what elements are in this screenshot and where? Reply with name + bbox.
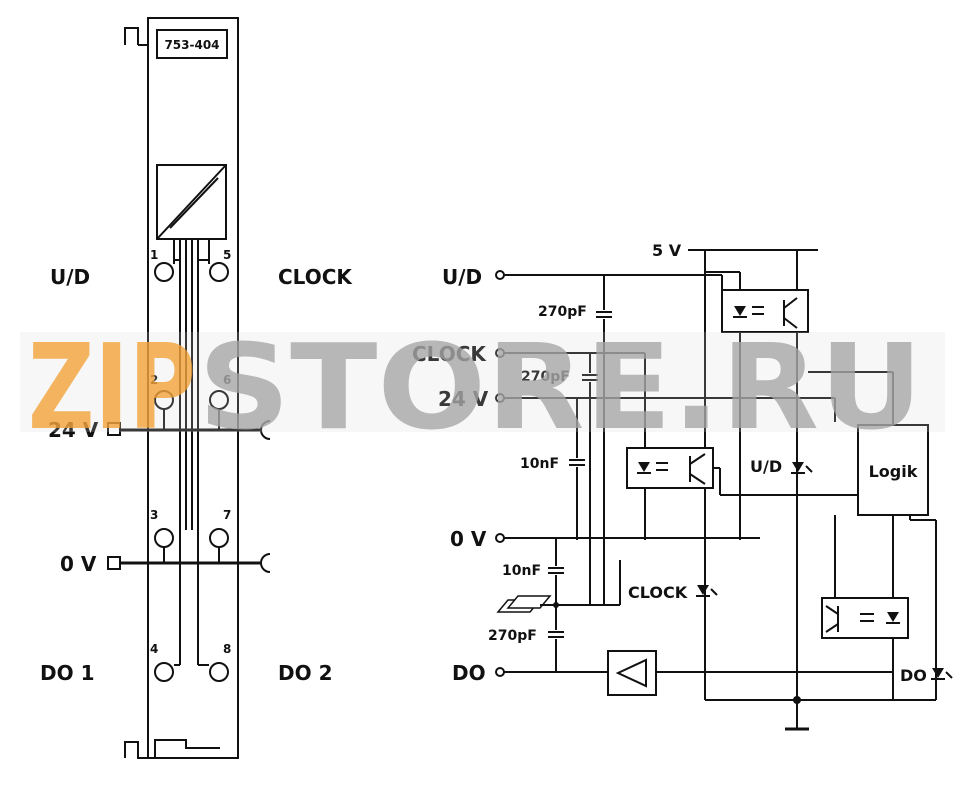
schematic-label-0v: 0 V (450, 527, 487, 551)
cap-label-1: 270pF (538, 304, 587, 320)
watermark-zip: ZIP (28, 318, 196, 456)
pin-5 (209, 262, 229, 282)
schematic-label-do: DO (452, 661, 486, 685)
cap-label-4: 10nF (502, 563, 541, 579)
schematic-label-clock: CLOCK (412, 342, 487, 366)
schematic-label-ud: U/D (442, 265, 482, 289)
converter-block (156, 164, 227, 240)
pin-label-5: 5 (223, 248, 231, 262)
label-clock: CLOCK (278, 265, 353, 289)
schematic-label-24v: 24 V (438, 387, 489, 411)
pin-label-8: 8 (223, 642, 231, 656)
schematic-label-5v: 5 V (652, 241, 682, 260)
module-outline (124, 17, 239, 759)
power-rails (107, 420, 271, 573)
led-label-do: DO (900, 666, 927, 685)
label-0v: 0 V (60, 552, 97, 576)
pin-label-1: 1 (150, 248, 158, 262)
led-label-ud: U/D (750, 457, 782, 476)
led-clock-icon (696, 585, 718, 597)
label-do2: DO 2 (278, 661, 332, 685)
label-ud: U/D (50, 265, 90, 289)
pin-label-3: 3 (150, 508, 158, 522)
cap-label-2: 270pF (521, 369, 570, 385)
pin-label-2: 2 (150, 373, 158, 387)
pin-3 (154, 528, 174, 548)
part-number-label: 753-404 (164, 38, 219, 52)
cap-label-5: 270pF (488, 628, 537, 644)
cap-label-3: 10nF (520, 456, 559, 472)
schematic: Logik (495, 249, 937, 731)
part-number-box: 753-404 (156, 29, 228, 59)
led-label-clock: CLOCK (628, 583, 688, 602)
logic-label: Logik (869, 462, 918, 481)
pin-label-4: 4 (150, 642, 158, 656)
pin-7 (209, 528, 229, 548)
pin-label-7: 7 (223, 508, 231, 522)
label-24v: 24 V (48, 418, 99, 442)
led-do-icon (931, 668, 953, 680)
pin-label-6: 6 (223, 373, 231, 387)
pin-8 (209, 662, 229, 682)
pin-4 (154, 662, 174, 682)
label-do1: DO 1 (40, 661, 94, 685)
led-ud-icon (791, 462, 813, 474)
internal-bus (173, 239, 210, 665)
watermark-store: STORE.RU (198, 318, 923, 456)
watermark: ZIP STORE.RU (20, 318, 945, 456)
pin-1 (154, 262, 174, 282)
chassis-ground-icon (496, 595, 556, 613)
terminal-pins: 1 5 2 6 3 7 4 8 (150, 248, 231, 682)
